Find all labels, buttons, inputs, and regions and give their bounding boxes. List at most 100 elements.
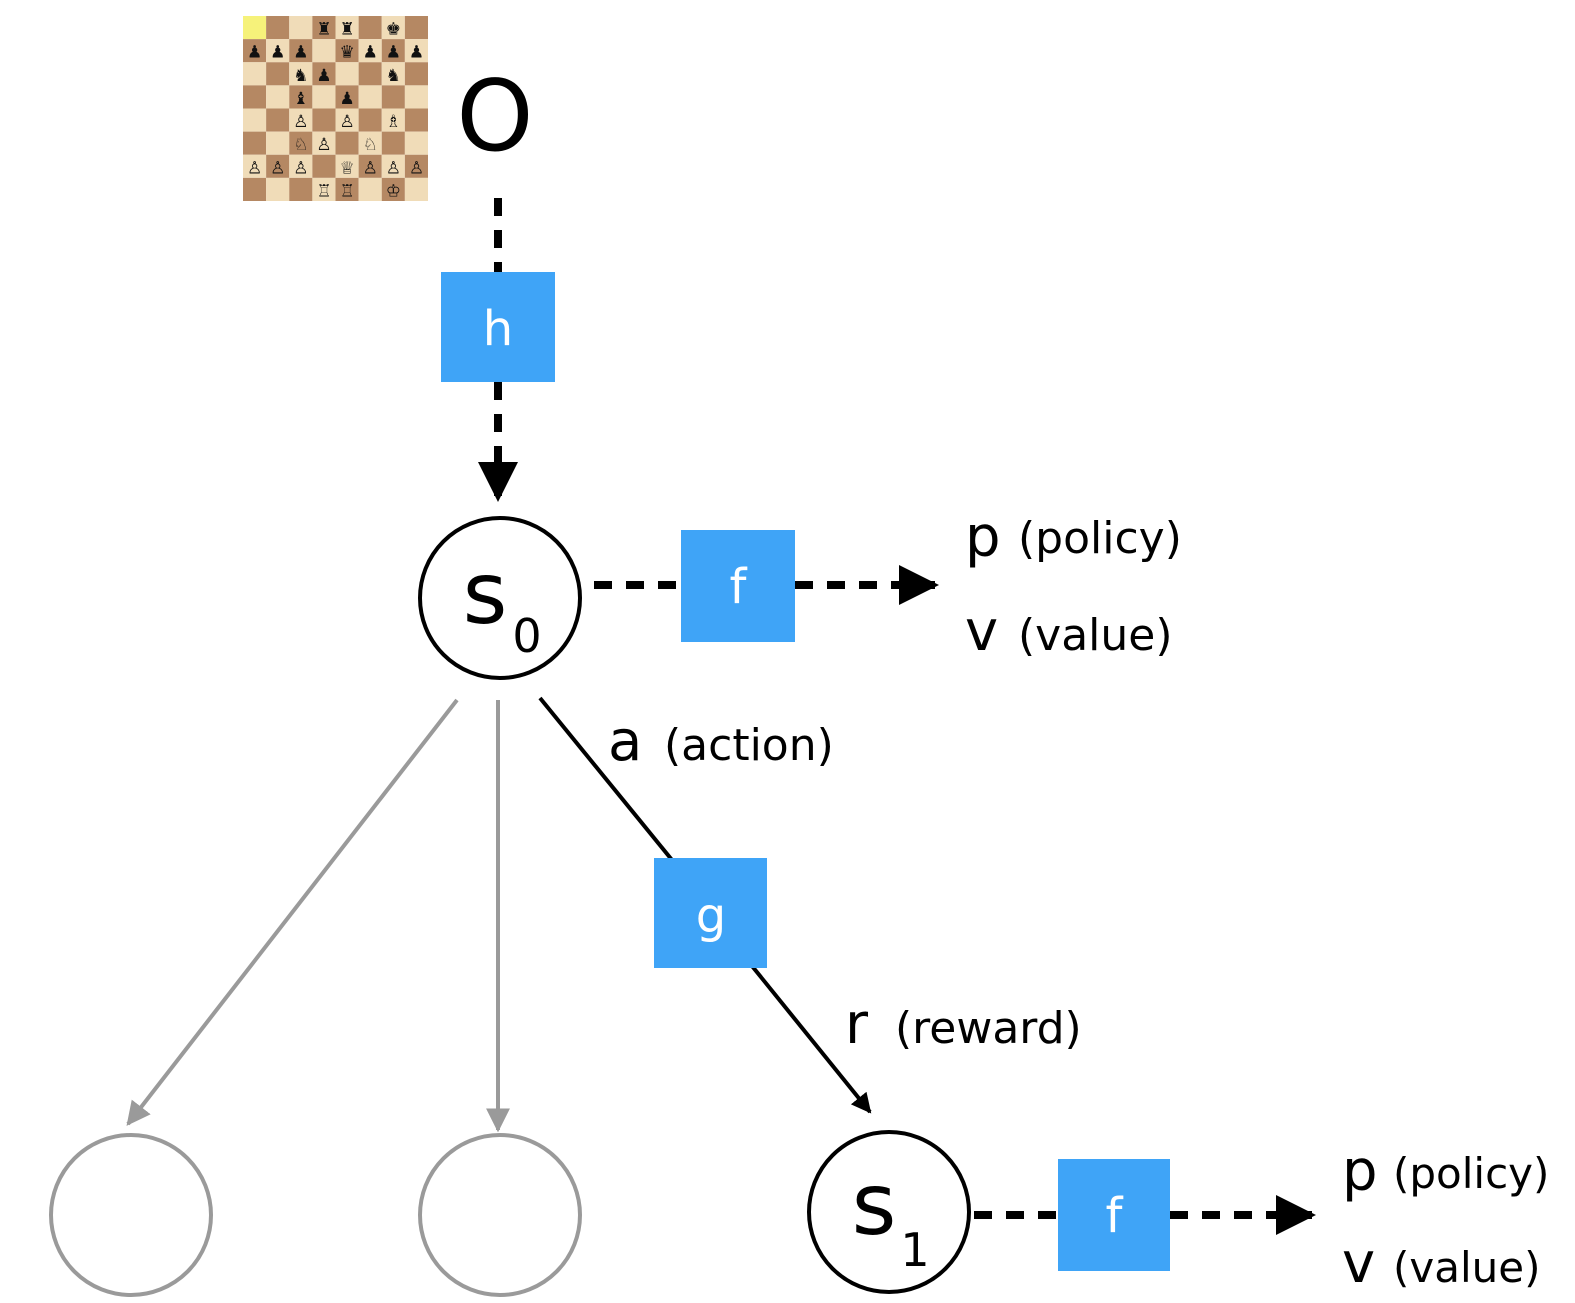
unexplored-node-left	[49, 1133, 213, 1297]
board-square	[289, 154, 313, 178]
board-square	[381, 16, 405, 40]
board-square	[266, 108, 290, 132]
prediction-function-box-s1: f	[1058, 1159, 1170, 1271]
chess-piece: ♙	[386, 158, 401, 178]
reward-label: r (reward)	[845, 992, 1082, 1057]
policy-output-s0: p (policy)	[965, 505, 1182, 570]
chess-piece: ♙	[316, 135, 331, 155]
chess-piece: ♛	[339, 43, 354, 63]
board-square	[266, 154, 290, 178]
board-square	[404, 16, 428, 40]
board-square	[404, 131, 428, 155]
board-square	[243, 177, 267, 201]
state-s0-symbol: s	[463, 544, 508, 644]
board-square	[404, 177, 428, 201]
chess-board-image: ♜♜♚♟♟♟♛♟♟♟♞♟♞♝♟♙♙♗♘♙♘♙♙♙♕♙♙♙♖♖♔	[243, 16, 428, 201]
board-square	[381, 177, 405, 201]
board-square	[404, 108, 428, 132]
chess-piece: ♗	[386, 112, 401, 132]
unexplored-node-middle	[418, 1133, 582, 1297]
board-square	[335, 177, 359, 201]
board-square	[358, 39, 382, 63]
board-square	[404, 85, 428, 109]
chess-piece: ♕	[339, 158, 354, 178]
chess-piece: ♞	[293, 66, 308, 86]
board-square	[266, 131, 290, 155]
board-square	[266, 85, 290, 109]
chess-piece: ♙	[247, 158, 262, 178]
board-square	[358, 177, 382, 201]
board-square	[381, 39, 405, 63]
representation-function-box: h	[441, 272, 555, 382]
board-square	[243, 39, 267, 63]
policy-symbol-s1: p	[1342, 1139, 1378, 1204]
value-desc-s1: (value)	[1393, 1243, 1541, 1292]
board-square	[289, 131, 313, 155]
chess-piece: ♙	[293, 112, 308, 132]
observation-label: O	[456, 60, 533, 174]
board-square	[381, 154, 405, 178]
state-s1-symbol: s	[852, 1155, 897, 1255]
board-square	[312, 131, 336, 155]
action-desc: (action)	[664, 720, 834, 771]
board-square	[266, 16, 290, 40]
board-square	[266, 62, 290, 86]
board-square	[358, 16, 382, 40]
board-square	[289, 39, 313, 63]
board-square	[335, 131, 359, 155]
policy-desc-s0: (policy)	[1018, 513, 1182, 564]
chess-piece: ♘	[363, 135, 378, 155]
board-square	[335, 62, 359, 86]
chess-piece: ♙	[339, 112, 354, 132]
board-square	[289, 16, 313, 40]
representation-function-label: h	[483, 301, 513, 357]
board-square	[358, 154, 382, 178]
chess-piece: ♖	[316, 181, 331, 201]
board-square	[243, 154, 267, 178]
value-output-s1: v (value)	[1342, 1231, 1541, 1296]
unexplored-edge-left	[126, 698, 459, 1126]
board-square	[289, 177, 313, 201]
board-square	[335, 85, 359, 109]
chess-piece: ♟	[270, 43, 285, 63]
chess-piece: ♟	[293, 43, 308, 63]
value-symbol-s0: v	[965, 599, 998, 664]
board-square	[381, 85, 405, 109]
board-square	[312, 16, 336, 40]
chess-piece: ♟	[247, 43, 262, 63]
value-symbol-s1: v	[1342, 1231, 1375, 1296]
board-square	[335, 16, 359, 40]
chess-piece: ♟	[339, 89, 354, 109]
policy-output-s1: p (policy)	[1342, 1139, 1549, 1204]
board-square	[312, 154, 336, 178]
board-square	[358, 108, 382, 132]
state-node-s1: s 1	[807, 1130, 971, 1294]
chess-piece: ♙	[293, 158, 308, 178]
action-edge	[538, 696, 674, 862]
board-square	[266, 39, 290, 63]
chess-piece: ♙	[409, 158, 424, 178]
chess-piece: ♜	[316, 20, 331, 40]
reward-desc: (reward)	[895, 1003, 1082, 1054]
board-square	[289, 108, 313, 132]
prediction-function-box-s0: f	[681, 530, 795, 642]
policy-desc-s1: (policy)	[1393, 1149, 1549, 1198]
chess-piece: ♟	[363, 43, 378, 63]
state-s1-subscript: 1	[900, 1223, 929, 1277]
board-square	[335, 154, 359, 178]
board-square	[243, 85, 267, 109]
prediction-function-label-s0: f	[730, 559, 748, 615]
chess-piece: ♟	[386, 43, 401, 63]
chess-piece: ♔	[386, 181, 401, 201]
board-square	[358, 62, 382, 86]
board-square	[358, 85, 382, 109]
chess-piece: ♙	[363, 158, 378, 178]
chess-piece: ♟	[316, 66, 331, 86]
board-square	[312, 177, 336, 201]
board-square	[312, 108, 336, 132]
reward-symbol: r	[845, 992, 869, 1057]
state-s0-subscript: 0	[512, 609, 541, 663]
board-square	[335, 108, 359, 132]
board-square	[289, 85, 313, 109]
board-square	[381, 108, 405, 132]
